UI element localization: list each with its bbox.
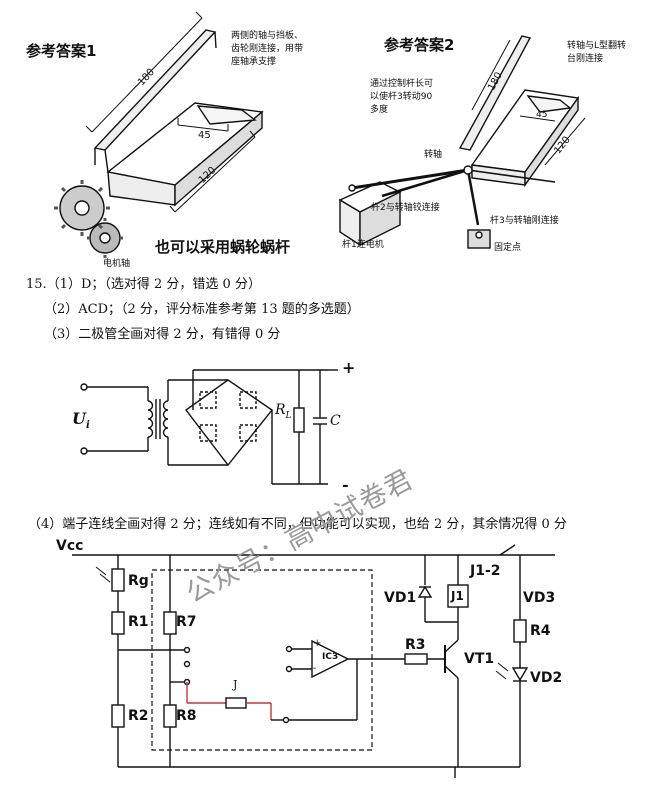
fixed-point-label: 固定点 (494, 243, 522, 253)
j-label: J (233, 678, 238, 691)
rod3-label: 杆3与转轴刚连接 (490, 216, 559, 226)
ic3-label: IC3 (322, 652, 339, 662)
opamp-minus: - (313, 663, 317, 674)
answer2-note-top: 转轴与L型翻转台刚连接 (567, 41, 627, 64)
plus-label: + (342, 358, 356, 377)
r4-label: R4 (530, 623, 551, 639)
pivot-label: 转轴 (424, 150, 443, 160)
opamp-plus: + (313, 638, 322, 649)
r7-label: R7 (176, 614, 197, 630)
q15-line3: （3）二极管全画对得 2 分，有错得 0 分 (44, 327, 281, 342)
rg-label: Rg (128, 573, 149, 589)
r2-label: R2 (128, 708, 149, 724)
answer1-title: 参考答案1 (26, 42, 97, 60)
j12-label: J1-2 (470, 563, 501, 579)
vd1-label: VD1 (384, 590, 417, 606)
j1-label: J1 (451, 589, 464, 603)
answer2-title: 参考答案2 (384, 36, 455, 54)
ui-label: Ui (72, 409, 90, 432)
minus-label: - (342, 475, 349, 494)
rl-label: RL (275, 402, 292, 421)
rod2-label: 杆2与转轴铰连接 (371, 203, 440, 213)
answer1-note: 两侧的轴与挡板、齿轮刚连接，用带座轴承支撑 (231, 31, 304, 67)
q15-line4: （4）端子连线全画对得 2 分；连线如有不同，但功能可以实现，也给 2 分，其余… (28, 517, 567, 532)
vd2-label: VD2 (530, 670, 563, 686)
c-label: C (330, 413, 341, 429)
answer2-dim-45: 45 (536, 110, 548, 120)
worm-gear-note: 也可以采用蜗轮蜗杆 (155, 238, 291, 256)
rod1-label: 杆1连电机 (342, 240, 384, 250)
answer2-drawing (338, 35, 586, 249)
vcc-label: Vcc (56, 538, 84, 554)
r3-label: R3 (405, 637, 426, 653)
q15-line1: 15.（1）D；（选对得 2 分，错选 0 分） (26, 277, 261, 292)
r1-label: R1 (128, 614, 149, 630)
vd3-label: VD3 (523, 590, 556, 606)
mechanism-drawings (54, 11, 586, 258)
answer1-dim-45: 45 (198, 130, 211, 141)
answer2-note-left: 通过控制杆长可以使杆3转动90多度 (370, 79, 434, 115)
watermark: 公众号：高中试卷君 (181, 463, 419, 610)
vt1-label: VT1 (464, 651, 495, 667)
r8-label: R8 (176, 708, 197, 724)
motor-shaft-label: 电机轴 (103, 259, 131, 269)
q15-line2: （2）ACD；（2 分，评分标准参考第 13 题的多选题） (44, 302, 360, 317)
answer1-drawing (54, 11, 264, 258)
